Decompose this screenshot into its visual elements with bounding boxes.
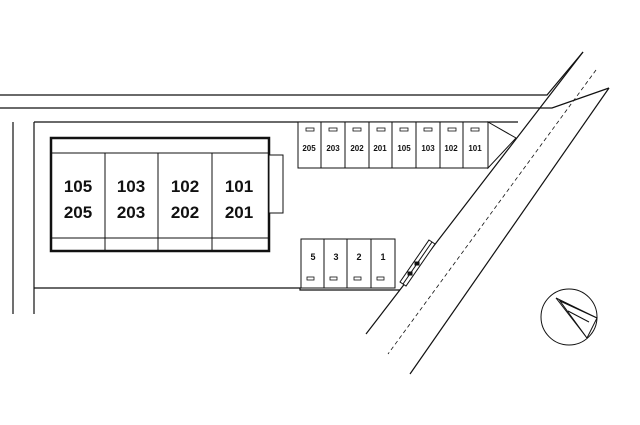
roads <box>0 51 610 375</box>
building-balcony <box>50 237 270 252</box>
unit-lower-label: 105 <box>64 177 92 196</box>
parking-space-label: 203 <box>326 144 340 153</box>
unit-upper-label: 201 <box>225 203 253 222</box>
parking-space-label: 101 <box>468 144 482 153</box>
bike-space-label: 1 <box>380 252 385 262</box>
main-road-east-edge <box>409 87 610 375</box>
building-corridor <box>50 137 270 154</box>
bike-space-label: 2 <box>356 252 361 262</box>
parking-space-label: 105 <box>397 144 411 153</box>
unit-upper-label: 203 <box>117 203 145 222</box>
car-parking-area: 205 203 202 201 105 103 102 101 <box>297 121 517 170</box>
north-road-edge-lower <box>0 87 610 109</box>
bike-space-label: 5 <box>310 252 315 262</box>
parking-space-label: 205 <box>302 144 316 153</box>
building-stair <box>268 154 284 214</box>
parking-space-label: 102 <box>444 144 458 153</box>
bike-parking-area: 5 3 2 1 <box>300 238 396 289</box>
parking-space-label: 202 <box>350 144 364 153</box>
parking-space-label: 201 <box>373 144 387 153</box>
unit-upper-label: 202 <box>171 203 199 222</box>
bike-space-label: 3 <box>333 252 338 262</box>
unit-upper-label: 205 <box>64 203 92 222</box>
unit-lower-label: 101 <box>225 177 253 196</box>
north-arrow-icon <box>540 288 598 346</box>
unit-lower-label: 102 <box>171 177 199 196</box>
main-road-west-edge <box>365 51 584 335</box>
main-road-centerline <box>387 69 597 355</box>
car-stoppers <box>305 127 480 132</box>
bike-stoppers <box>306 276 385 281</box>
parking-space-label: 103 <box>421 144 435 153</box>
north-road-edge-upper <box>0 51 584 96</box>
unit-lower-label: 103 <box>117 177 145 196</box>
apartment-building: 105 205 103 203 102 202 101 201 <box>49 136 284 253</box>
entrance-gate <box>399 239 436 287</box>
